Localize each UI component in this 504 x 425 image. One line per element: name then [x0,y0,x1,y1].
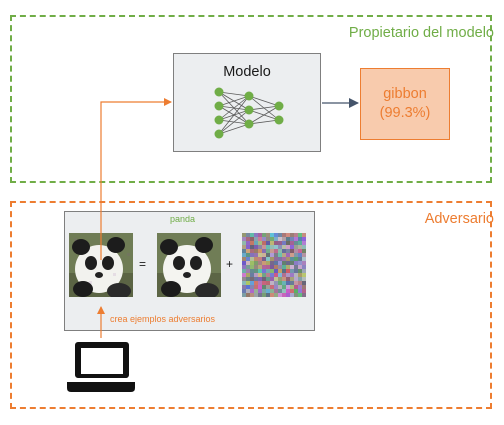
adversary-zone [10,201,492,409]
model-box [173,53,321,152]
prediction-class: gibbon [383,86,427,102]
panda-label: panda [170,214,196,224]
adversary-title: Adversario [424,211,494,227]
neural-network-icon [214,87,284,139]
adversarial-input-arrow [100,98,172,260]
adversarial-panda-image [69,233,133,297]
model-owner-title: Propietario del modelo [348,25,494,41]
model-owner-zone [10,15,492,183]
equals-sign: = [139,257,147,271]
original-panda-image [157,233,221,297]
prediction-confidence: (99.3%) [379,105,431,121]
creates-adversarial-label: crea ejemplos adversarios [110,314,216,324]
prediction-box: gibbon (99.3%) [360,68,450,140]
plus-sign: + [226,257,234,271]
model-label: Modelo [223,64,271,80]
laptop-icon [67,342,135,392]
noise-perturbation-image [242,233,306,297]
